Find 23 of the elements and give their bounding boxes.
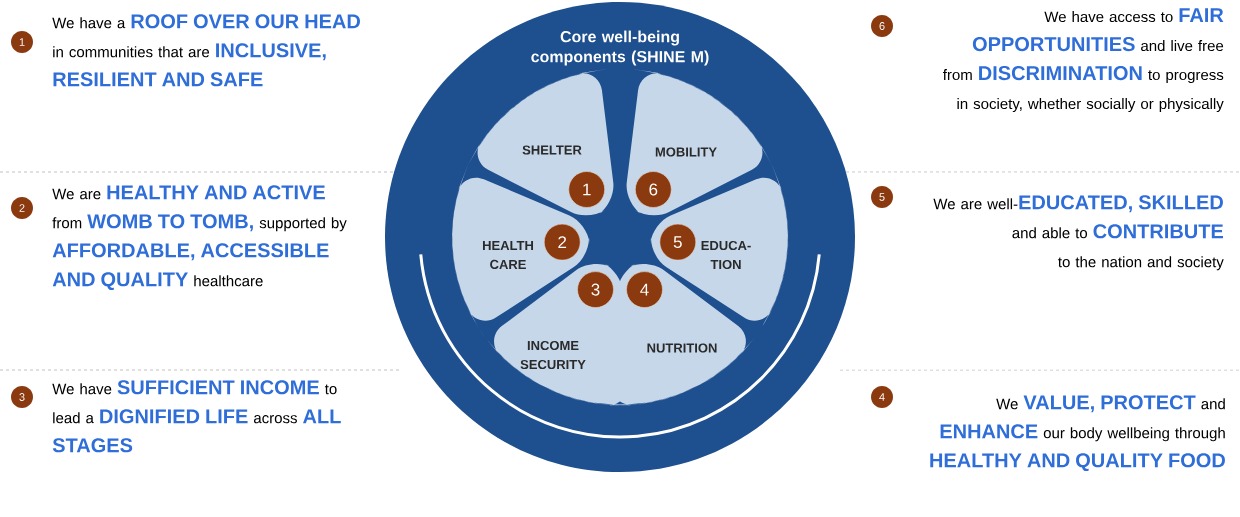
number-badge: 4	[871, 386, 893, 408]
number-badge: 2	[11, 197, 33, 219]
wheel-title: Core well-being components (SHINE M)	[531, 30, 709, 66]
number-badge: 5	[659, 223, 697, 261]
node-label: INCOME SECURITY	[520, 340, 586, 370]
node-label: MOBILITY	[655, 147, 717, 157]
number-badge: 6	[871, 15, 893, 37]
statement-text: We VALUE, PROTECT and ENHANCE our body wellbeing through HEALTHY AND QUALITY FOOD	[930, 395, 1225, 472]
node-label: SHELTER	[522, 145, 582, 155]
statement-text: We have access to FAIR OPPORTUNITIES and live free from DISCRIMINATION to progress in society, whether socially or physically	[943, 8, 1224, 113]
statement-text: We have SUFFICIENT INCOME to lead a DIGNIFIED LIFE across ALL STAGES	[52, 380, 341, 453]
number-badge: 1	[11, 31, 33, 53]
number-badge: 6	[635, 171, 672, 208]
number-badge: 4	[626, 271, 663, 308]
statement-text: We are well-EDUCATED, SKILLED and able to CONTRIBUTE to the nation and society	[933, 195, 1224, 271]
number-badge: 3	[577, 271, 614, 308]
number-badge: 5	[871, 186, 893, 208]
number-badge: 3	[11, 386, 33, 408]
statement-text: We have a ROOF OVER OUR HEAD in communities that are INCLUSIVE, RESILIENT AND SAFE	[52, 14, 360, 87]
number-badge: 2	[543, 223, 581, 261]
number-badge: 1	[568, 171, 605, 208]
node-label: NUTRITION	[647, 343, 717, 353]
statement-text: We are HEALTHY AND ACTIVE from WOMB TO TOMB, supported by AFFORDABLE, ACCESSIBLE AND QUALITY healthcare	[52, 185, 347, 291]
